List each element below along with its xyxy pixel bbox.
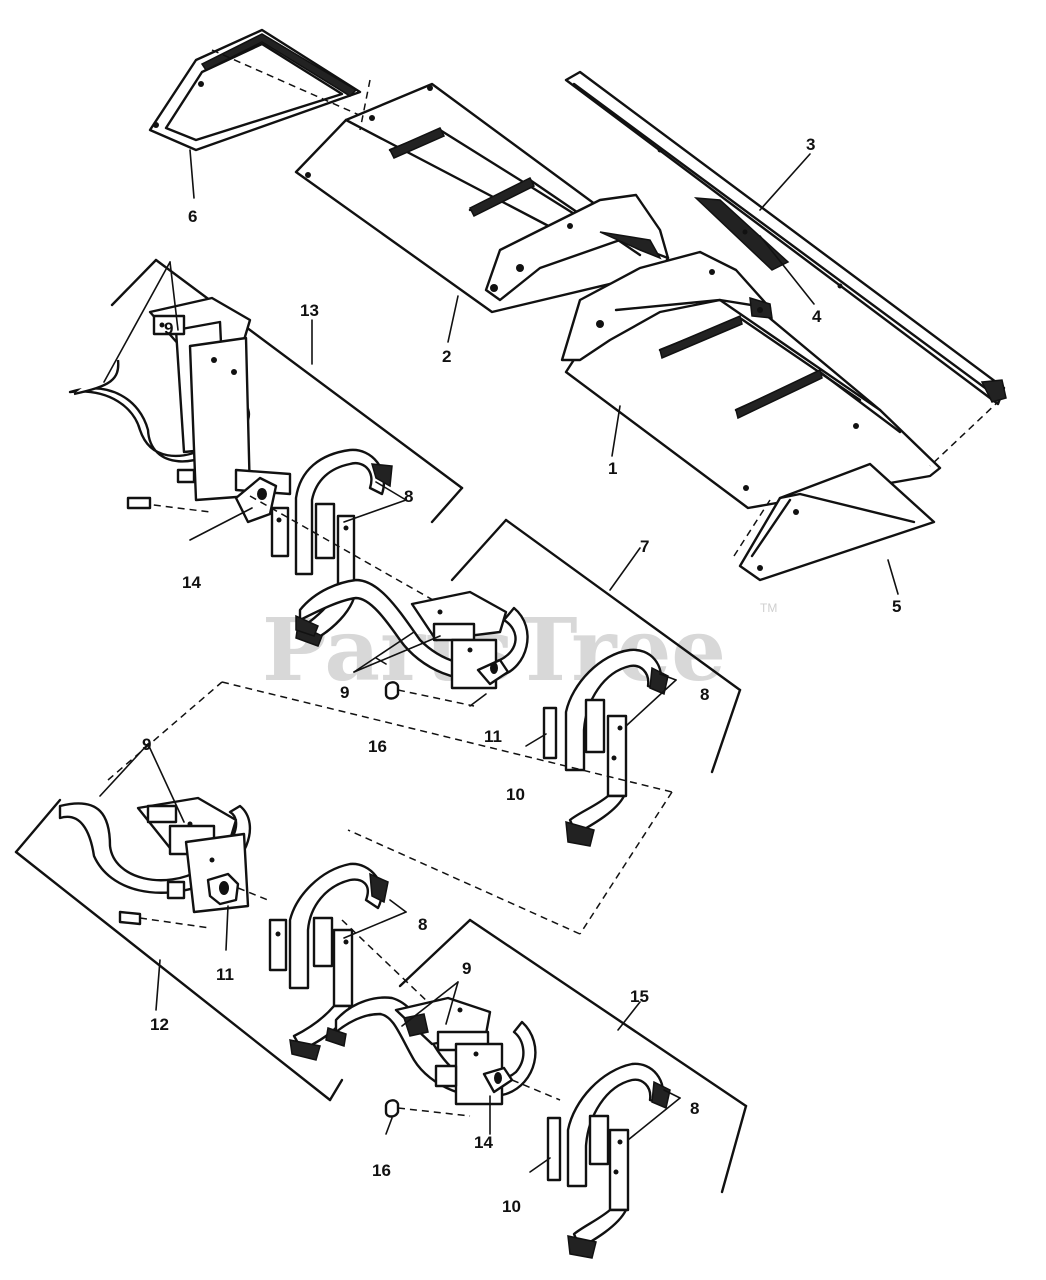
callout-8-middle: 8 [700, 685, 709, 704]
callout-8-upper: 8 [404, 487, 413, 506]
callout-16-lower: 16 [372, 1161, 391, 1180]
callout-6: 6 [188, 207, 197, 226]
assembly-13-tine-set [68, 258, 464, 647]
callout-9-lower-right: 9 [462, 959, 471, 978]
callout-9-lower-left: 9 [142, 735, 151, 754]
callout-3: 3 [806, 135, 815, 154]
callout-12: 12 [150, 1015, 169, 1034]
callout-7: 7 [640, 537, 649, 556]
assembly-12-dashed-outline [107, 681, 673, 935]
assembly-15-tine-set [325, 918, 748, 1259]
part-3-hinge-bar [564, 70, 1007, 406]
callout-1: 1 [608, 459, 617, 478]
watermark-trademark: TM [760, 601, 777, 615]
callout-5: 5 [892, 597, 901, 616]
callout-labels: 6 2 3 4 1 5 13 9 8 14 7 9 11 16 8 10 9 8… [142, 135, 901, 1216]
part-2-left-tine-hood [294, 79, 670, 314]
callout-4: 4 [812, 307, 822, 326]
callout-10-middle: 10 [506, 785, 525, 804]
callout-13: 13 [300, 301, 319, 320]
callout-15: 15 [630, 987, 649, 1006]
callout-11-middle: 11 [484, 727, 502, 746]
callout-8-lower-right: 8 [690, 1099, 699, 1118]
callout-2: 2 [442, 347, 451, 366]
callout-14-upper: 14 [182, 573, 201, 592]
leader-lines [155, 149, 899, 1031]
part-6-end-shield-frame [148, 28, 367, 152]
callout-8-lower-left: 8 [418, 915, 427, 934]
part-1-right-tine-hood [560, 250, 1001, 510]
callout-11-lower: 11 [216, 965, 234, 984]
assembly-12-tine-set [14, 743, 407, 1102]
callout-16-middle: 16 [368, 737, 387, 756]
callout-9-middle: 9 [340, 683, 349, 702]
part-4-bracket [693, 197, 790, 271]
callout-14-lower: 14 [474, 1133, 493, 1152]
part-5-end-cap [733, 462, 936, 582]
callout-10-lower: 10 [502, 1197, 521, 1216]
callout-9-upper-left: 9 [164, 319, 173, 338]
assembly-7-tine-set [249, 495, 742, 847]
